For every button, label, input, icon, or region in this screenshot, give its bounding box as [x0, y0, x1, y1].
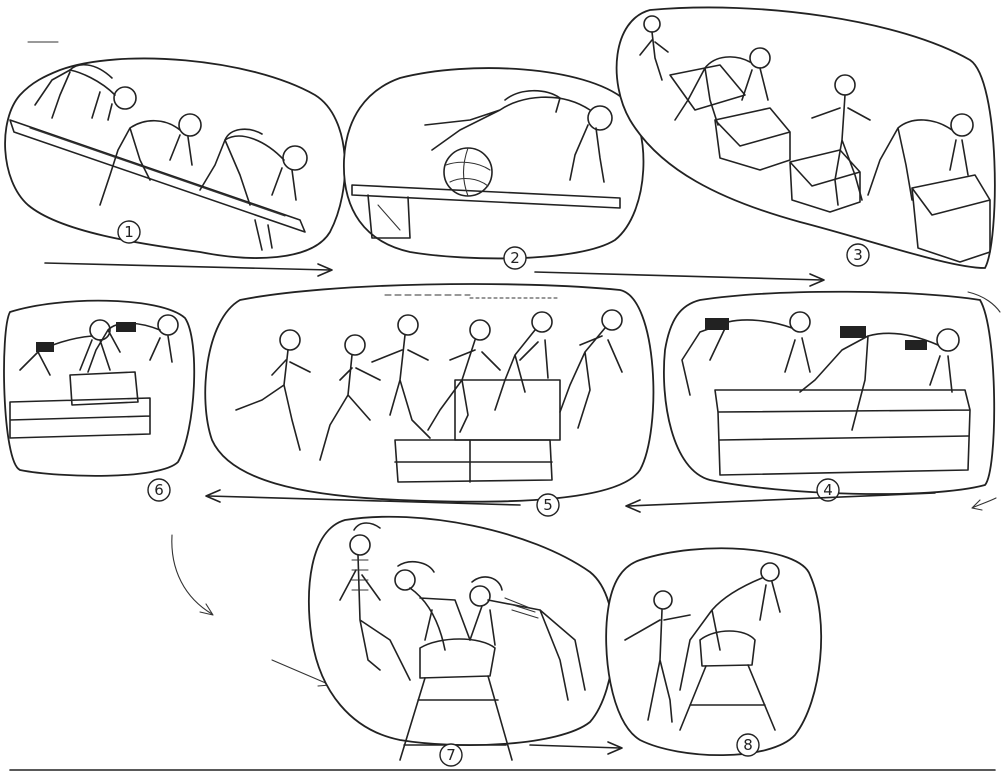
svg-text:2: 2 [510, 249, 520, 267]
panel-number-3: 3 [847, 244, 869, 266]
panel-6-outline [4, 301, 194, 476]
svg-text:1: 1 [124, 223, 134, 241]
panel-2-outline [344, 68, 644, 258]
panel-3-outline [617, 7, 995, 268]
panel-number-8: 8 [737, 734, 759, 756]
svg-text:7: 7 [446, 746, 456, 764]
svg-text:5: 5 [543, 496, 553, 514]
panel-8: 8 [606, 548, 821, 756]
panel-4: 4 [664, 292, 994, 501]
sequence-arrow [530, 742, 622, 754]
panel-number-2: 2 [504, 247, 526, 269]
panel-number-5: 5 [537, 494, 559, 516]
svg-text:6: 6 [154, 481, 164, 499]
panel-7: 7 [309, 517, 614, 766]
panel-number-1: 1 [118, 221, 140, 243]
panel-2: 2 [344, 68, 644, 269]
sequence-arrow [626, 493, 935, 512]
panel-6: 6 [4, 301, 194, 501]
svg-text:3: 3 [853, 246, 863, 264]
sequence-arrow [535, 272, 824, 286]
panel-number-7: 7 [440, 744, 462, 766]
sequence-arrow [172, 535, 213, 615]
panel-7-outline [309, 517, 614, 745]
sequence-arrow [45, 263, 332, 276]
panel-number-6: 6 [148, 479, 170, 501]
panel-8-outline [606, 548, 821, 755]
panel-5: 5 [205, 284, 653, 516]
svg-text:8: 8 [743, 736, 753, 754]
svg-text:4: 4 [823, 481, 833, 499]
panel-3: 3 [617, 7, 995, 268]
sequence-arrow [972, 498, 996, 510]
panel-1: 1 [5, 58, 345, 258]
